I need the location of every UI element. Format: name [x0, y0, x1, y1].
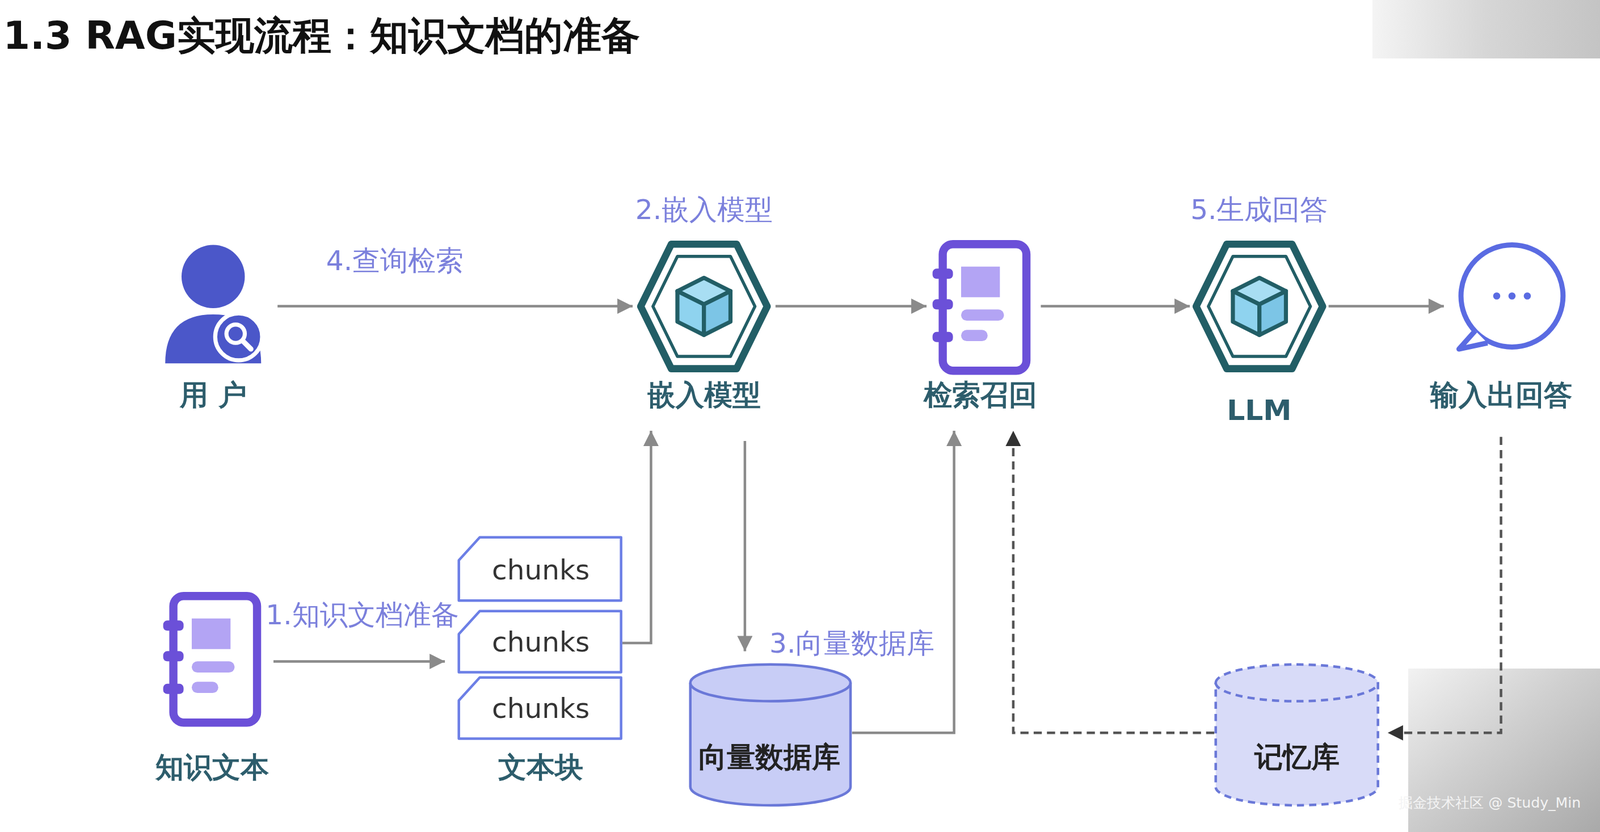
hex-outline [1196, 243, 1323, 369]
user-head [181, 245, 246, 309]
database-cylinder [1215, 664, 1379, 806]
node-box: 知识文本 [161, 591, 264, 786]
chunk-label: chunks [491, 694, 590, 723]
document-line [191, 681, 219, 693]
database-rim [1215, 682, 1379, 701]
flow-arrow [743, 440, 747, 652]
chunk-shape [458, 676, 621, 739]
node-box: chunks [457, 535, 623, 602]
search-handle [242, 340, 251, 349]
node-box: 文本块 chunks chunks chunks [457, 535, 623, 791]
bubble-dot [1508, 292, 1517, 300]
flow-arrow [1040, 304, 1190, 307]
hex-icon [636, 240, 772, 373]
node-label: 文本块 [498, 752, 584, 782]
step-label: 4.查询检索 [326, 246, 464, 275]
cube-face [677, 291, 705, 335]
document-outline [173, 595, 258, 723]
node-label: 向量数据库 [698, 742, 841, 772]
bubble-dot [1523, 292, 1532, 300]
binder-ring [163, 620, 184, 631]
document-outline [942, 243, 1027, 371]
hex-inner [1207, 255, 1311, 356]
flow-arrow [277, 304, 633, 307]
flow-arrow [775, 304, 927, 307]
database-cylinder [690, 664, 851, 806]
memory-connector [1387, 436, 1502, 734]
chunk-shape [458, 537, 621, 601]
node-box: chunks [457, 675, 623, 740]
node-box: 用 户 [161, 242, 265, 417]
node-box: 检索召回 [930, 240, 1031, 416]
node-label: 知识文本 [155, 752, 269, 782]
database-rim [690, 682, 851, 701]
memory-connector [1013, 430, 1215, 733]
binder-ring [932, 299, 954, 310]
bubble-icon [1450, 242, 1568, 353]
flow-arrow [273, 659, 445, 663]
node-label: 用 户 [179, 380, 247, 410]
user-icon [161, 242, 265, 366]
step-label: 1.知识文档准备 [265, 600, 459, 629]
diagram-title: 1.3 RAG实现流程：知识文档的准备 [2, 16, 640, 56]
flow-arrow [622, 430, 651, 643]
node-box: chunks [457, 609, 623, 674]
cyld-icon [1214, 663, 1380, 807]
step-label: 5.生成回答 [1190, 195, 1328, 223]
node-box: 输入出回答 [1449, 242, 1568, 417]
binder-ring [932, 331, 954, 342]
cube-face [704, 291, 731, 335]
node-box: 记忆库 [1214, 663, 1380, 807]
document-image [191, 618, 231, 650]
binder-ring [163, 650, 184, 661]
flow-arrow [852, 430, 955, 733]
document-line [961, 309, 1005, 321]
bubble-dot [1493, 292, 1501, 300]
node-box: 3.向量数据库向量数据库 [688, 663, 853, 807]
step-label: 2.嵌入模型 [635, 195, 773, 223]
binder-ring [163, 683, 184, 694]
search-badge [215, 313, 263, 361]
doc-icon [161, 591, 264, 729]
watermark: 掘金技术社区 @ Study_Min [1398, 796, 1581, 811]
hex-inner [653, 255, 756, 356]
node-label: 记忆库 [1254, 742, 1340, 772]
bubble-tail [1459, 330, 1488, 349]
hex-outline [640, 243, 768, 369]
video-overlay [1372, 0, 1600, 59]
node-box: 5.生成回答LLM [1192, 240, 1327, 426]
document-image [961, 266, 1000, 297]
node-label: LLM [1226, 396, 1292, 425]
cyl-icon [688, 663, 853, 807]
chunk-label: chunks [491, 628, 590, 656]
node-label: 检索召回 [923, 380, 1038, 410]
chunk-shape [458, 610, 621, 672]
hex-icon [1192, 240, 1327, 373]
step-label: 3.向量数据库 [769, 629, 935, 658]
document-line [191, 660, 235, 673]
node-label: 嵌入模型 [647, 380, 761, 410]
flow-arrow [1328, 304, 1444, 307]
node-box: 2.嵌入模型嵌入模型 [634, 240, 774, 416]
binder-ring [932, 268, 954, 279]
node-label: 输入出回答 [1430, 380, 1573, 410]
cube-face [1259, 291, 1286, 335]
cube-face [1232, 291, 1260, 335]
document-line [961, 329, 988, 341]
doc-icon [930, 240, 1031, 375]
chunk-label: chunks [491, 555, 590, 584]
